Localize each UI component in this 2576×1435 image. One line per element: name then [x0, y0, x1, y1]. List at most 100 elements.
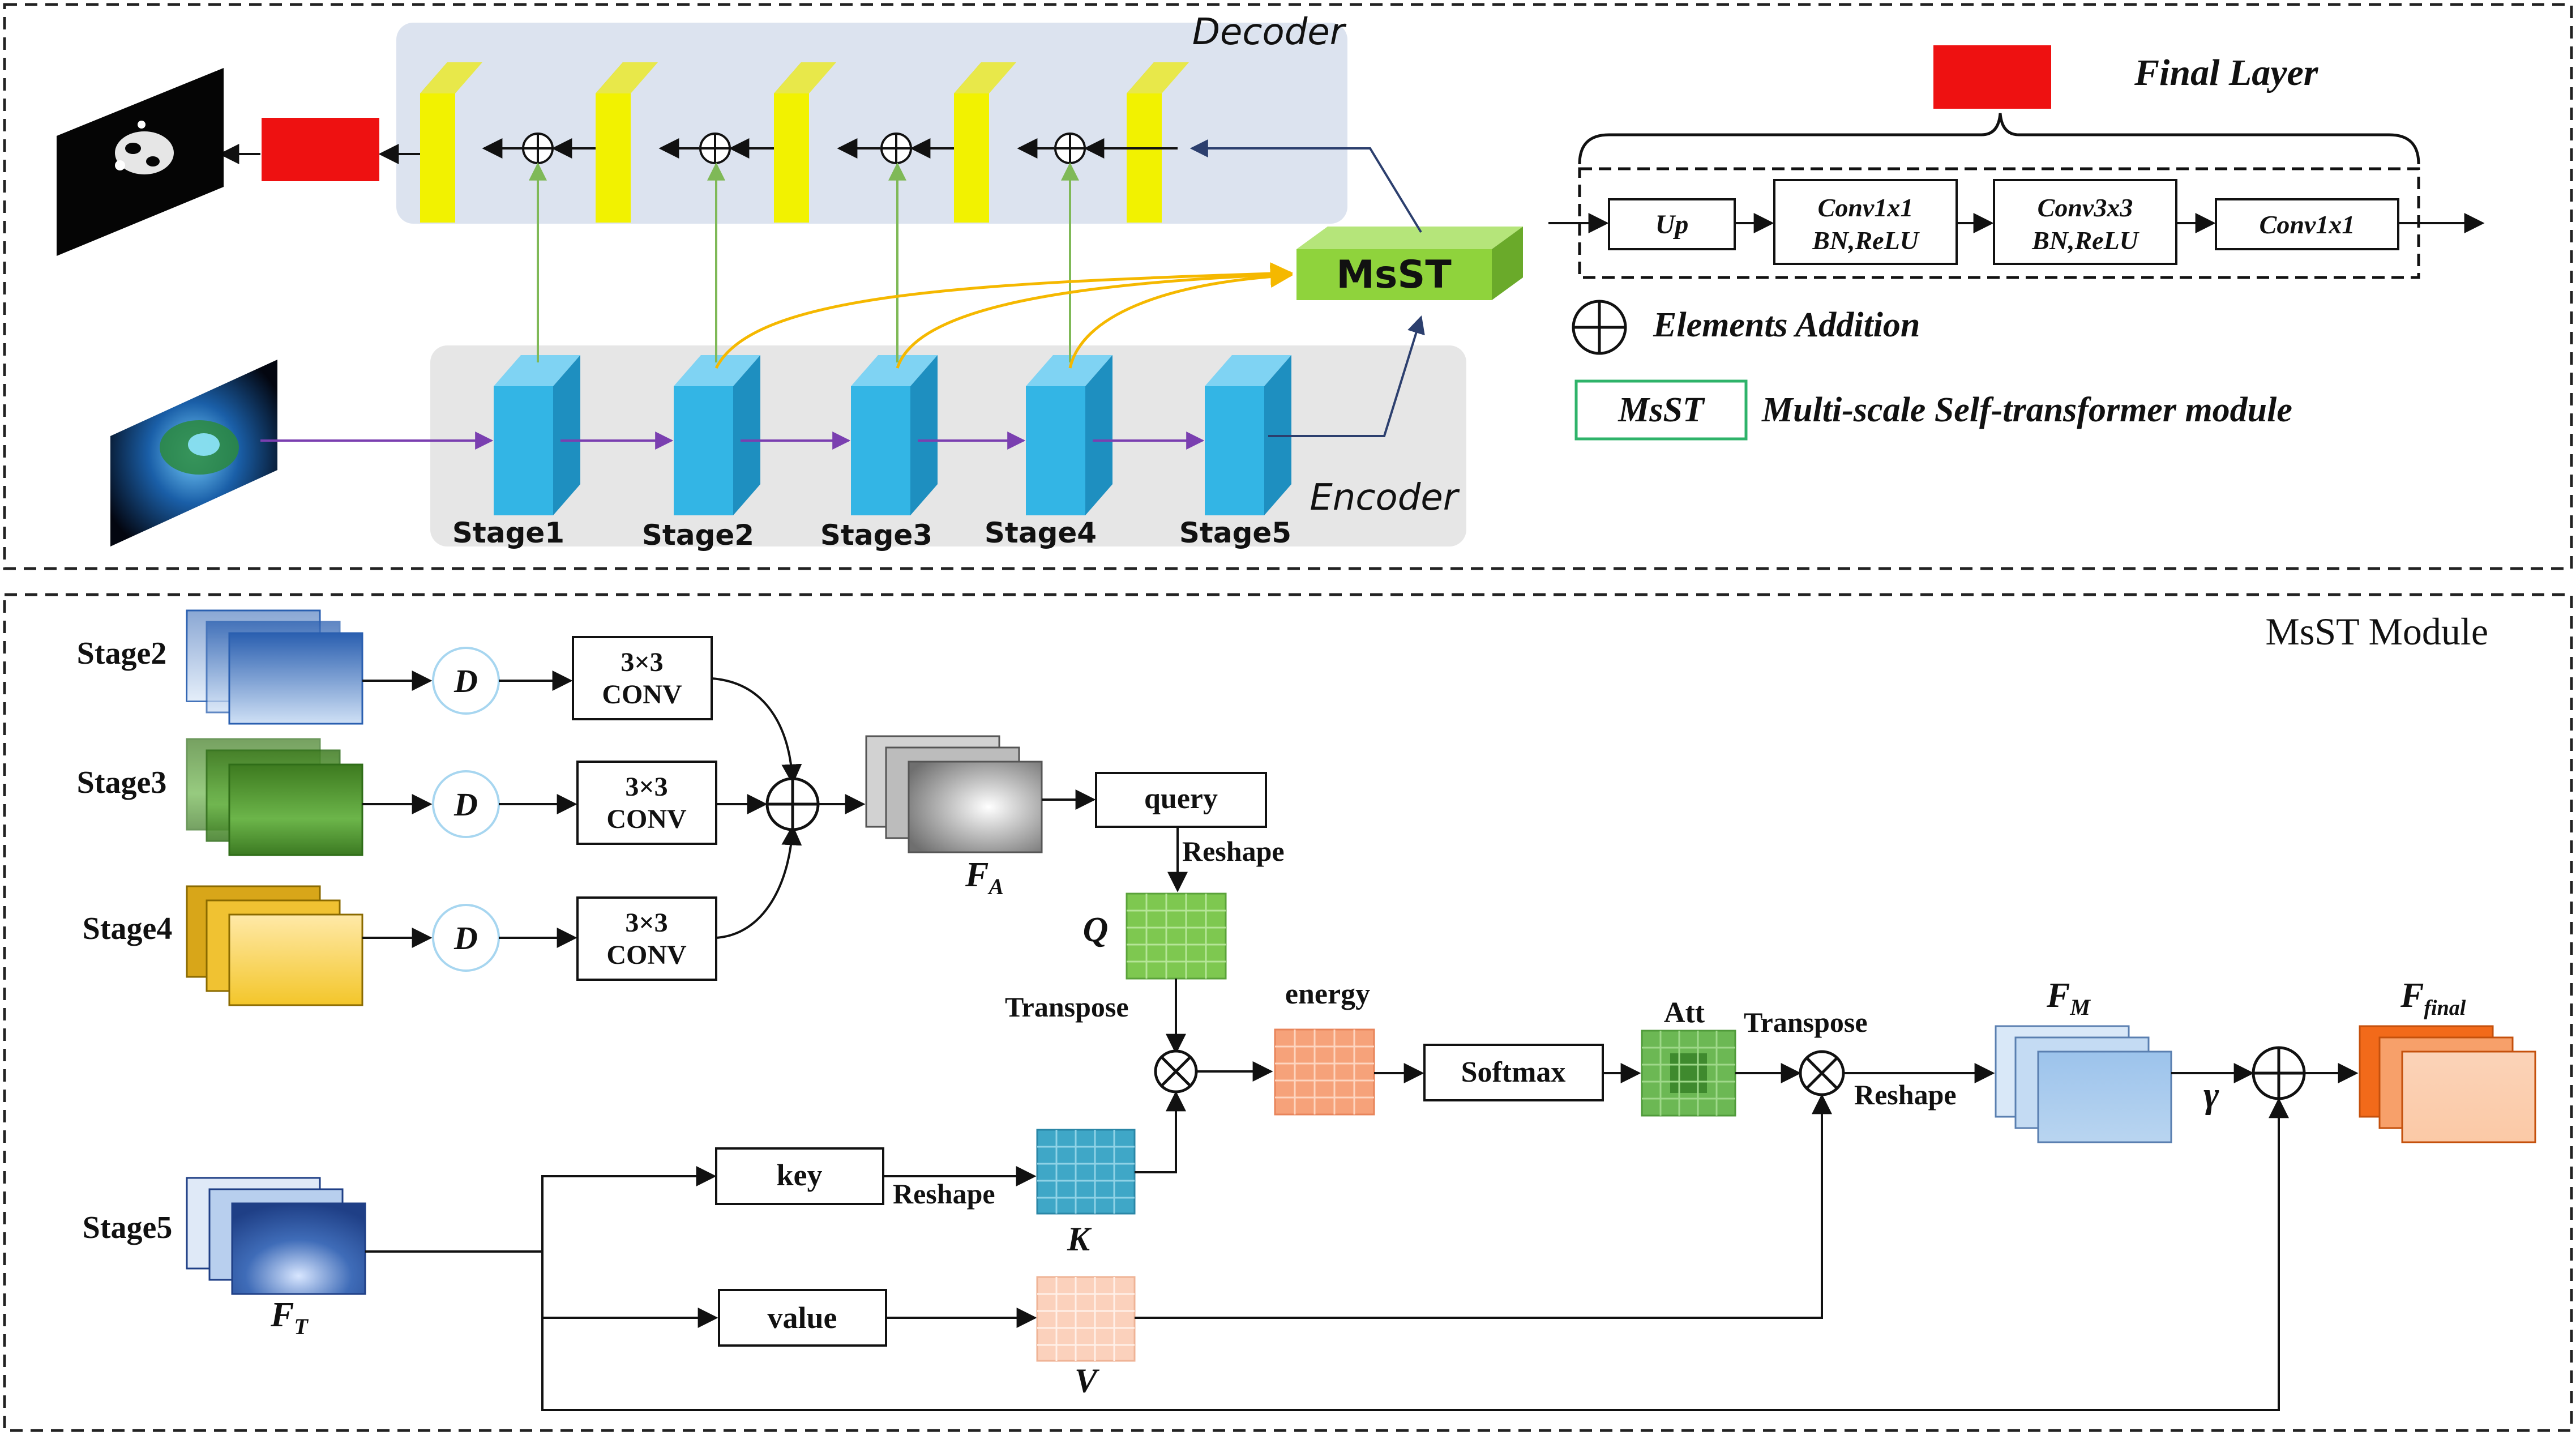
conv3x3-bn-line2: BN,ReLU — [2031, 226, 2140, 255]
conv-merge-curves — [711, 677, 802, 939]
encoder-label: Encoder — [1310, 477, 1460, 519]
query-box — [1095, 772, 1267, 828]
addition-legend-icon — [1572, 300, 1627, 355]
top-panel-border — [3, 3, 2573, 570]
v-matrix — [1036, 1276, 1136, 1362]
decoder-block-5 — [1127, 62, 1189, 223]
energy-matrix — [1274, 1028, 1375, 1116]
ft-label: FT — [270, 1296, 309, 1339]
encoder-block-3 — [851, 355, 938, 515]
msst-legend-desc: Multi-scale Self-transformer module — [1761, 391, 2292, 429]
key-box — [715, 1147, 884, 1205]
stage5-label-bottom: Stage5 — [83, 1210, 173, 1245]
decoder-block-2 — [596, 62, 658, 223]
output-mask-image — [57, 68, 224, 256]
svg-text:CONV: CONV — [606, 804, 687, 834]
query-reshape-label: Reshape — [1182, 835, 1285, 867]
conv3x3-bn-line1: Conv3x3 — [2038, 193, 2133, 222]
msst-legend-box-label: MsST — [1618, 391, 1705, 429]
stage4-label-bottom: Stage4 — [83, 911, 173, 946]
final-layer-legend: Final Layer Up Conv1x1 BN,ReLU Conv3x3 B… — [1548, 45, 2485, 279]
q-matrix — [1126, 892, 1227, 980]
msst-block: MsST — [1296, 227, 1523, 300]
final-layer-title: Final Layer — [2134, 52, 2319, 93]
dilation-circle-2: D — [432, 770, 500, 838]
merge-add-circle — [765, 777, 820, 831]
up-box — [1608, 198, 1736, 250]
msst-block-label: MsST — [1336, 253, 1452, 297]
stage4-feature-stack — [186, 885, 363, 1006]
decoder-block-3 — [774, 62, 836, 223]
svg-text:D: D — [453, 920, 478, 956]
fm-label: FM — [2046, 976, 2091, 1020]
gamma-label: γ — [2203, 1074, 2219, 1116]
att-label: Att — [1664, 997, 1705, 1029]
ffinal-label: Ffinal — [2400, 976, 2466, 1020]
stage3-feature-stack — [186, 738, 363, 856]
stage2-label: Stage2 — [642, 519, 754, 552]
svg-text:3×3: 3×3 — [625, 772, 667, 802]
svg-text:D: D — [453, 786, 478, 823]
stage5-feature-stack — [186, 1177, 366, 1295]
conv1x1-bn-line1: Conv1x1 — [1818, 193, 1914, 222]
svg-text:D: D — [453, 663, 478, 699]
fa-label: FA — [965, 856, 1004, 899]
v-label: V — [1075, 1362, 1100, 1399]
q-transpose-label: Transpose — [1005, 991, 1129, 1023]
fm-feature-stack — [1995, 1025, 2172, 1143]
stage5-branches — [365, 1097, 2289, 1411]
final-layer-brace — [1578, 113, 2420, 165]
conv3x3-bn-box — [1993, 179, 2177, 265]
stage2-feature-stack — [186, 609, 363, 725]
stage3-label: Stage3 — [820, 519, 932, 552]
svg-text:CONV: CONV — [606, 940, 687, 970]
add-circle-4 — [1054, 133, 1086, 164]
softmax-label: Softmax — [1461, 1056, 1566, 1088]
stage3-label-bottom: Stage3 — [77, 765, 167, 800]
final-layer-legend-swatch — [1933, 45, 2051, 109]
add-circle-2 — [699, 133, 731, 164]
stage5-label: Stage5 — [1179, 516, 1291, 549]
v-to-multiply-arrow — [1135, 1094, 1832, 1319]
input-image — [110, 360, 277, 546]
decoder-label: Decoder — [1192, 11, 1347, 53]
k-matrix — [1036, 1129, 1136, 1215]
decoder-arrows — [219, 138, 1178, 164]
conv1x1-bn-line2: BN,ReLU — [1812, 226, 1920, 255]
value-label: value — [767, 1301, 837, 1335]
att-transpose-label: Transpose — [1744, 1006, 1868, 1038]
encoder-block-4 — [1026, 355, 1112, 515]
conv-box-1: 3×3 CONV — [572, 636, 713, 720]
stage-to-dilation-arrows — [362, 670, 577, 948]
decoder-block-1 — [420, 62, 482, 223]
key-label: key — [777, 1158, 823, 1192]
final-add-circle — [2252, 1046, 2306, 1100]
value-box — [718, 1289, 887, 1347]
encoder-block-1 — [494, 355, 580, 515]
att-matrix — [1641, 1030, 1736, 1117]
conv-box-2: 3×3 CONV — [576, 761, 717, 845]
query-label: query — [1144, 783, 1218, 815]
add-circle-1 — [522, 133, 554, 164]
key-reshape-label: Reshape — [893, 1178, 995, 1210]
fm-reshape-label: Reshape — [1854, 1079, 1957, 1111]
bottom-panel-border — [3, 593, 2573, 1432]
dilation-circle-1: D — [432, 647, 500, 715]
stage4-label: Stage4 — [985, 516, 1097, 549]
dilation-circle-3: D — [432, 904, 500, 972]
decoder-block-4 — [954, 62, 1016, 223]
svg-text:3×3: 3×3 — [621, 647, 663, 677]
conv-box-3: 3×3 CONV — [576, 896, 717, 981]
encoder-block-2 — [674, 355, 760, 515]
navy-paths — [1189, 139, 1425, 437]
msst-legend-box — [1574, 379, 1748, 441]
multiply-circle-2 — [1799, 1050, 1845, 1096]
up-label: Up — [1655, 210, 1689, 240]
ffinal-feature-stack — [2359, 1025, 2536, 1143]
stage1-label: Stage1 — [452, 516, 564, 549]
svg-text:3×3: 3×3 — [625, 908, 667, 938]
k-to-multiply-arrow — [1135, 1091, 1186, 1173]
energy-label: energy — [1285, 978, 1370, 1010]
skip-connections — [529, 162, 1079, 362]
